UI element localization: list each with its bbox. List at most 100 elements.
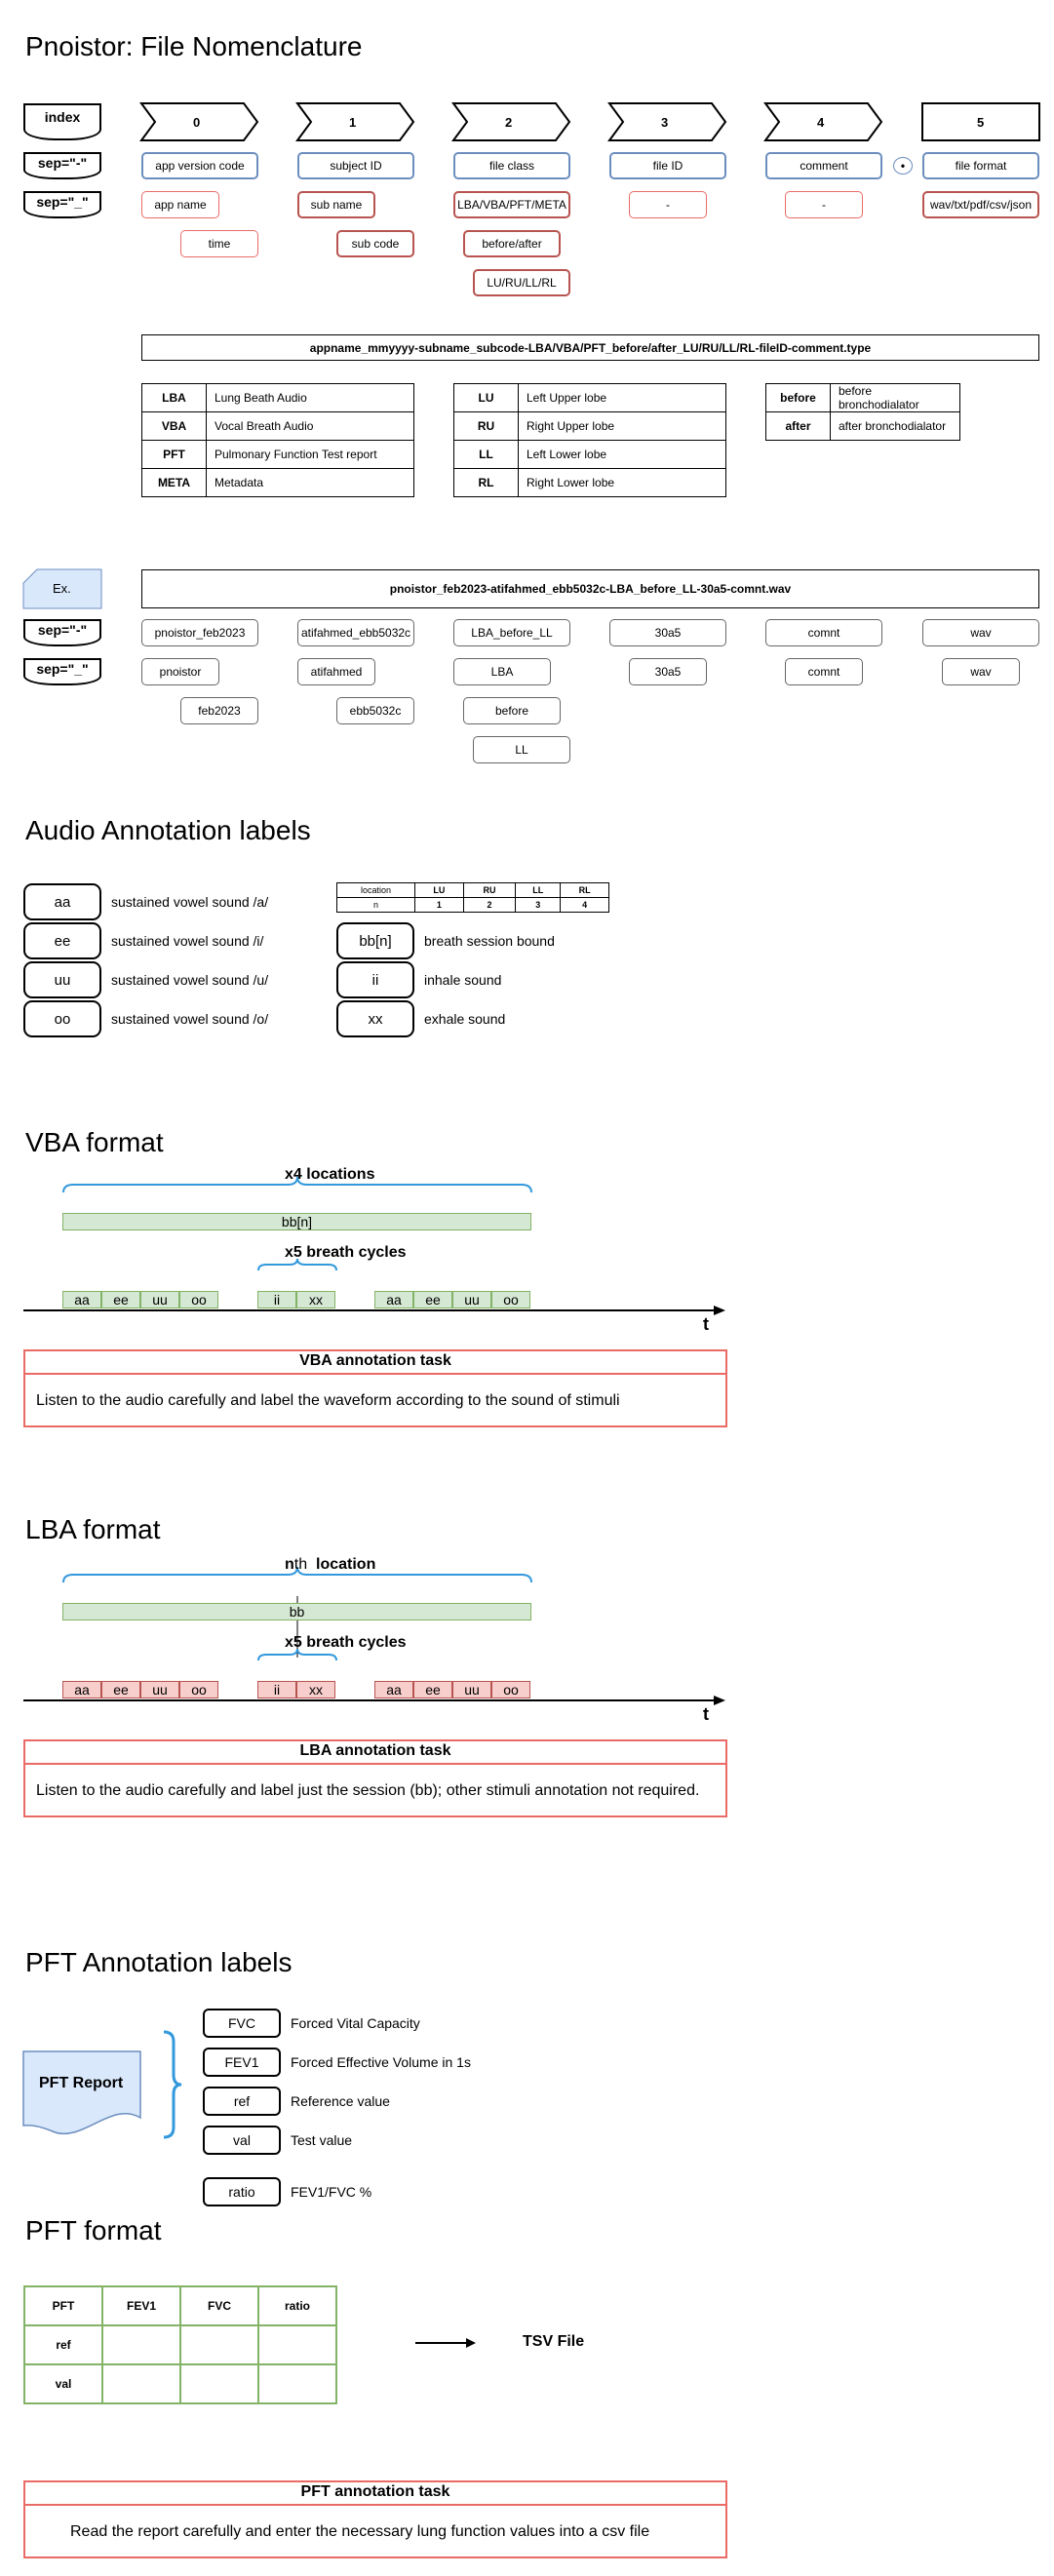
vba-segment: aa [374,1291,413,1308]
pft-label-code: FVC [203,2009,281,2038]
vowel-code: uu [23,961,101,998]
pft-table-cell [101,2363,181,2404]
vowel-desc: sustained vowel sound /o/ [111,1011,269,1027]
example-subfield: wav [942,658,1020,685]
section-title-audio: Audio Annotation labels [25,815,311,845]
vba-diagram [23,1176,725,1315]
lobe-key: LL [453,440,519,469]
pft-table: PFT FEV1 FVC ratio ref val [23,2285,337,2404]
field-subject-id: subject ID [297,152,414,179]
pft-table-cell [179,2363,259,2404]
field-before-after: before/after [463,230,561,257]
field-file-id-dash: - [629,191,707,218]
page-title: Pnoistor: File Nomenclature [25,31,363,61]
example-filename: pnoistor_feb2023-atifahmed_ebb5032c-LBA_… [141,569,1039,608]
location-header: RU [462,882,517,898]
timing-key: before [765,383,831,412]
lba-task-box: LBA annotation task Listen to the audio … [23,1739,727,1817]
timing-desc: before bronchodialator [830,383,960,412]
lba-task-body: Listen to the audio carefully and label … [36,1782,700,1799]
field-app-version-code: app version code [141,152,258,179]
lobe-key: RU [453,411,519,441]
class-key: META [141,468,207,497]
lba-axis-arrow-icon [714,1696,725,1705]
field-sub-code: sub code [336,230,414,257]
lba-location-word: location [316,1556,376,1573]
breath-desc: breath session bound [424,933,555,949]
pft-label-desc: Reference value [291,2093,390,2109]
pft-table-header: ratio [257,2285,337,2326]
location-header: location [336,882,415,898]
example-folder-icon [22,568,102,609]
lba-segment: xx [296,1681,335,1698]
index-1: 1 [349,115,357,130]
location-table: location LU RU LL RL n 1 2 3 4 [336,882,609,913]
pft-task-title: PFT annotation task [25,2482,725,2506]
example-field: atifahmed_ebb5032c [297,619,414,646]
pft-table-header: FEV1 [101,2285,181,2326]
index-chevron-3 [607,102,727,141]
location-header: LL [515,882,562,898]
breath-code: ii [336,961,414,998]
index-chevrons [139,102,1040,141]
pft-table-cell [257,2324,337,2365]
lba-segment: oo [179,1681,218,1698]
lba-location-n: n [285,1556,294,1573]
vba-locations-label: x4 locations [285,1166,375,1183]
field-file-id: file ID [609,152,726,179]
filename-pattern: appname_mmyyyy-subname_subcode-LBA/VBA/P… [141,334,1039,361]
class-desc: Vocal Breath Audio [206,411,414,441]
breath-desc: inhale sound [424,972,502,988]
pft-label-desc: Test value [291,2132,353,2148]
class-key: PFT [141,440,207,469]
vowel-code: oo [23,1000,101,1037]
vba-task-title: VBA annotation task [25,1351,725,1375]
index-5: 5 [977,115,985,130]
vba-segment: uu [140,1291,179,1308]
lba-location-brace [62,1566,532,1583]
lba-segment: ee [101,1681,140,1698]
example-subfield: feb2023 [180,697,258,724]
timing-key: after [765,411,831,441]
lobe-desc: Right Lower lobe [518,468,726,497]
example-field: LBA_before_LL [453,619,570,646]
lobe-desc: Right Upper lobe [518,411,726,441]
example-field: 30a5 [609,619,726,646]
location-value: n [336,897,415,913]
index-0: 0 [193,115,201,130]
vba-segment: ee [101,1291,140,1308]
breath-code: bb[n] [336,922,414,959]
example-field: pnoistor_feb2023 [141,619,258,646]
class-desc: Pulmonary Function Test report [206,440,414,469]
pft-label-code: ref [203,2087,281,2116]
example-sep-under-label: sep="_" [23,658,101,685]
vba-segment: xx [296,1291,335,1308]
lba-diagram [23,1566,725,1705]
vowel-desc: sustained vowel sound /u/ [111,972,269,988]
vba-task-box: VBA annotation task Listen to the audio … [23,1349,727,1427]
pft-table-row-label: val [23,2363,103,2404]
location-value: 1 [414,897,464,913]
tsv-arrow-icon [415,2338,476,2348]
index-chevron-4 [763,102,883,141]
section-title-vba: VBA format [25,1127,164,1157]
vba-task-body: Listen to the audio carefully and label … [36,1392,620,1409]
section-title-pft-labels: PFT Annotation labels [25,1947,293,1977]
example-subfield: atifahmed [297,658,375,685]
index-chevron-1 [295,102,415,141]
lba-location-label: nth location [285,1556,375,1574]
vowel-code: aa [23,883,101,920]
location-header: LU [414,882,464,898]
lobe-key: LU [453,383,519,412]
pft-label-code: val [203,2126,281,2155]
field-sub-name: sub name [297,191,375,218]
example-field: wav [922,619,1039,646]
field-file-format: file format [922,152,1039,179]
lba-segment: aa [62,1681,101,1698]
vba-segment: ii [257,1291,296,1308]
vba-segment: ee [413,1291,452,1308]
field-time: time [180,230,258,257]
field-comment: comment [765,152,882,179]
